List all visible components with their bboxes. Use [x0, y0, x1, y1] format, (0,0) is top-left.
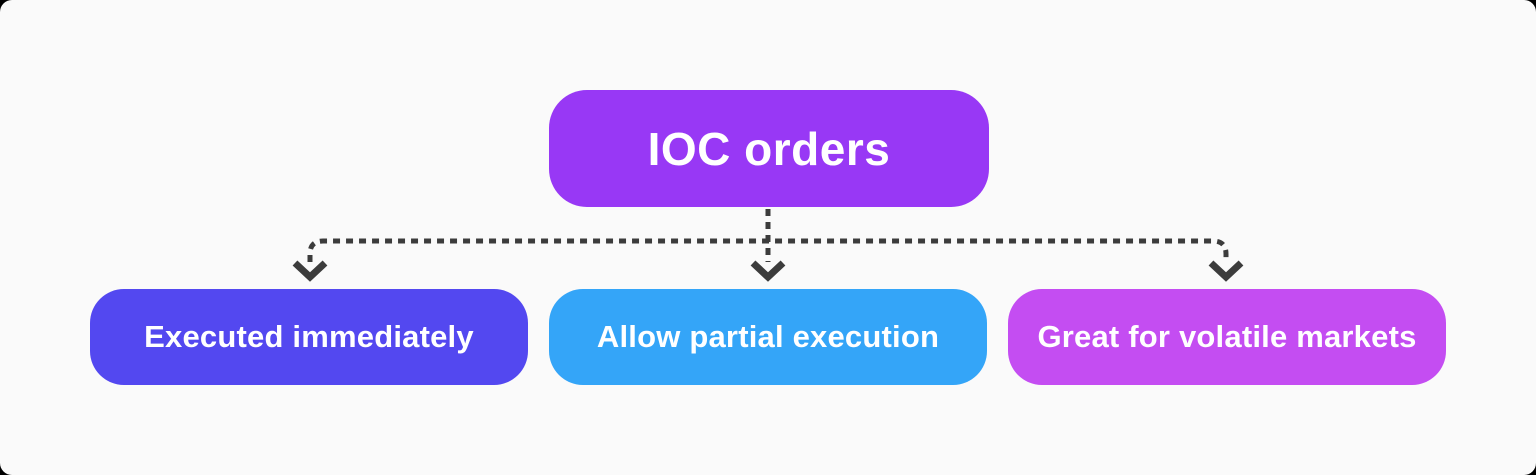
- child-node-label: Allow partial execution: [596, 319, 940, 354]
- child-node-executed-immediately: Executed immediately: [90, 289, 528, 385]
- dashed-connector-branches: [307, 238, 1229, 262]
- root-node-ioc-orders: IOC orders: [549, 90, 989, 207]
- arrow-down-icon-left: [292, 260, 328, 282]
- child-node-label: Great for volatile markets: [1037, 319, 1417, 354]
- child-node-allow-partial-execution: Allow partial execution: [549, 289, 987, 385]
- root-node-label: IOC orders: [647, 122, 891, 175]
- child-node-label: Executed immediately: [144, 319, 474, 354]
- child-node-great-for-volatile-markets: Great for volatile markets: [1008, 289, 1446, 385]
- arrow-down-icon-center: [750, 260, 786, 282]
- arrow-down-icon-right: [1208, 260, 1244, 282]
